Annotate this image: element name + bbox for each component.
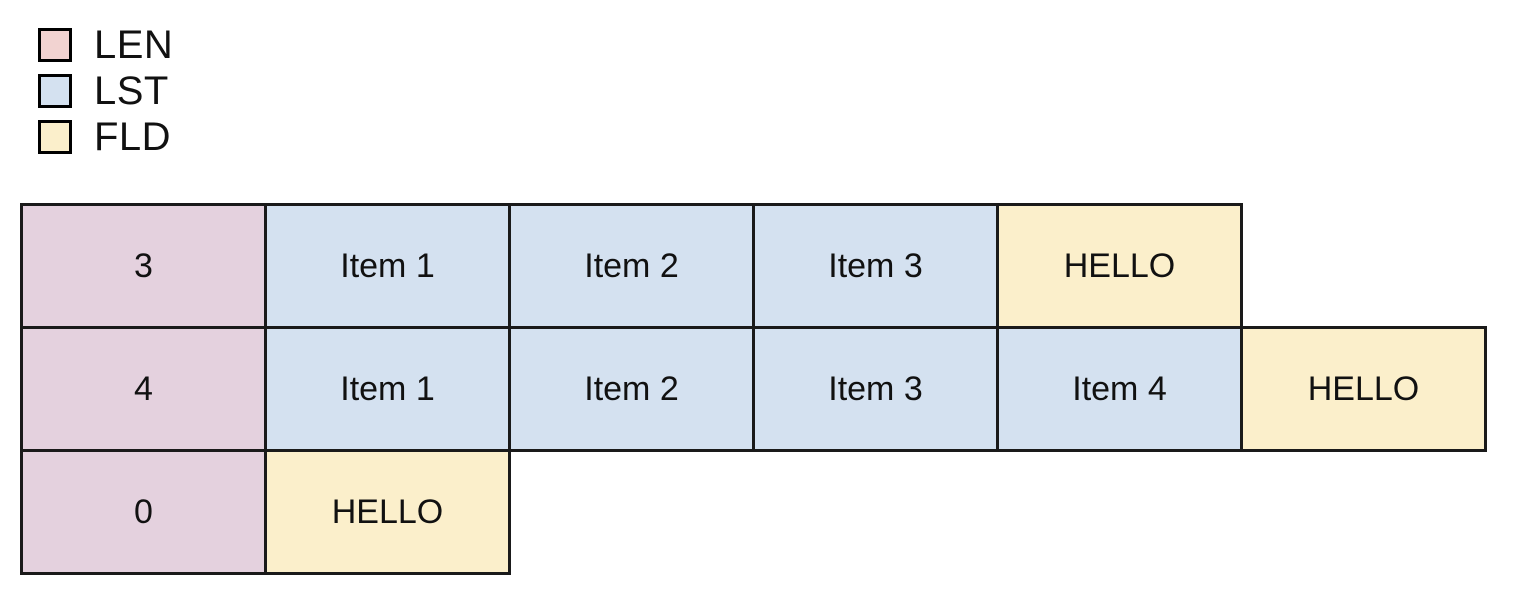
legend-item-lst: LST [38,68,458,114]
legend-swatch-icon [38,74,72,108]
legend-swatch-icon [38,28,72,62]
table-cell-lst: Item 3 [752,203,999,329]
table-cell-fld: HELLO [264,449,511,575]
table-cell-lst: Item 4 [996,326,1243,452]
table-cell-fld: HELLO [996,203,1243,329]
legend-swatch-icon [38,120,72,154]
table-cell-len: 0 [20,449,267,575]
table-cell-fld: HELLO [1240,326,1487,452]
legend-item-label: LEN [94,23,174,67]
table-cell-lst: Item 3 [752,326,999,452]
table-cell-lst: Item 1 [264,326,511,452]
legend-item-label: FLD [94,115,172,159]
table-cell-len: 4 [20,326,267,452]
table-cell-lst: Item 2 [508,326,755,452]
table-cell-lst: Item 2 [508,203,755,329]
legend-item-label: LST [94,69,169,113]
table-cell-lst: Item 1 [264,203,511,329]
legend-item-fld: FLD [38,114,458,160]
legend-item-len: LEN [38,22,458,68]
table-cell-len: 3 [20,203,267,329]
